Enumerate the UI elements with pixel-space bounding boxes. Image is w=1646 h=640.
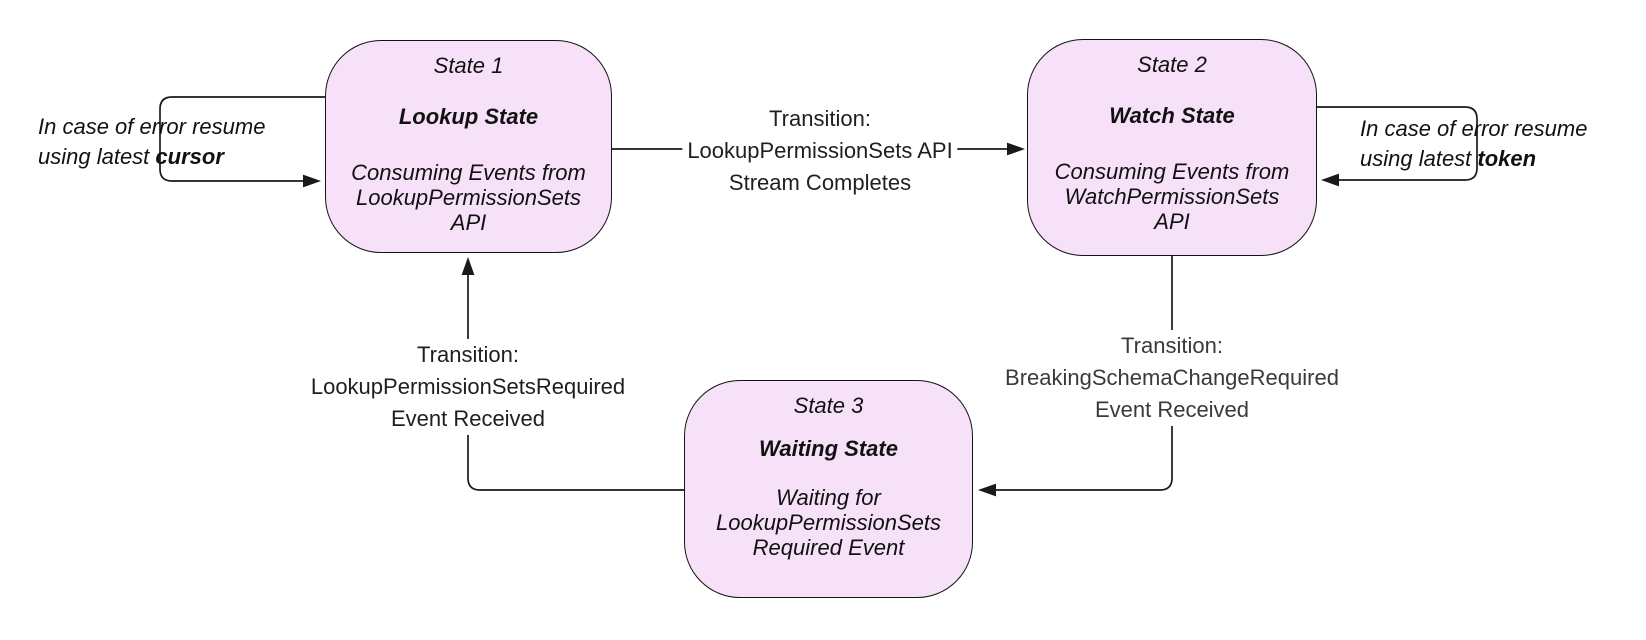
error-note-keyword: cursor <box>155 144 224 169</box>
state-node-lookup: State 1 Lookup State Consuming Events fr… <box>325 40 612 253</box>
state-title: State 2 <box>1137 52 1207 77</box>
arrow-state3-to-state1 <box>461 257 684 491</box>
state-description-line: Waiting for <box>776 485 881 510</box>
state-description: Consuming Events from WatchPermissionSet… <box>1028 159 1316 234</box>
error-note-prefix: using latest <box>38 144 156 169</box>
error-note-line: In case of error resume <box>1360 116 1588 141</box>
transition-label-lookup-stream-completes: Transition: LookupPermissionSets API Str… <box>682 103 958 199</box>
transition-label-breaking-schema-change: Transition: BreakingSchemaChangeRequired… <box>1000 330 1344 426</box>
transition-label-line: Transition: <box>769 106 871 131</box>
transition-label-line: Transition: <box>1121 333 1223 358</box>
error-note-line: In case of error resume <box>38 114 266 139</box>
state-name: Watch State <box>1109 103 1235 128</box>
error-loop-state2 <box>1317 106 1478 187</box>
transition-label-line: LookupPermissionSetsRequired <box>310 374 626 399</box>
transition-label-line: LookupPermissionSets API <box>687 138 953 163</box>
state-description-line: WatchPermissionSets <box>1064 184 1280 209</box>
transition-label-line: Stream Completes <box>728 170 912 195</box>
transition-label-line: Transition: <box>417 342 519 367</box>
state-description-line: Required Event <box>752 535 905 560</box>
state-description-line: Consuming Events from <box>1054 159 1290 184</box>
transition-label-line: Event Received <box>1094 397 1250 422</box>
arrowhead-up-icon <box>461 257 475 275</box>
state-description-line: LookupPermissionSets <box>715 510 941 535</box>
transition-label-lookup-required-event: Transition: LookupPermissionSetsRequired… <box>305 339 631 435</box>
state-description: Consuming Events from LookupPermissionSe… <box>326 160 611 235</box>
state-name: Lookup State <box>398 104 539 129</box>
error-note-line: using latest token <box>1360 144 1587 174</box>
arrow-state2-to-state3 <box>978 256 1173 497</box>
transition-label-line: Event Received <box>390 406 546 431</box>
state-node-watch: State 2 Watch State Consuming Events fro… <box>1027 39 1317 256</box>
state-description-line: LookupPermissionSets <box>355 185 581 210</box>
arrowhead-right-icon <box>1007 142 1025 156</box>
state-description-line: API <box>450 210 487 235</box>
error-note-token: In case of error resume using latest tok… <box>1360 114 1587 174</box>
state-description-line: Consuming Events from <box>351 160 586 185</box>
state-title: State 1 <box>433 53 504 78</box>
arrowhead-left-icon <box>978 483 996 497</box>
transition-label-line: BreakingSchemaChangeRequired <box>1005 365 1339 390</box>
error-loop-state1 <box>159 96 325 188</box>
state-description-line: API <box>1154 209 1190 234</box>
error-note-prefix: using latest <box>1360 146 1478 171</box>
state-name: Waiting State <box>759 436 898 461</box>
error-note-cursor: In case of error resume using latest cur… <box>38 112 265 172</box>
state-title: State 3 <box>793 393 864 418</box>
state-node-waiting: State 3 Waiting State Waiting for Lookup… <box>684 380 973 598</box>
state-description: Waiting for LookupPermissionSets Require… <box>685 485 972 560</box>
error-note-keyword: token <box>1477 146 1537 171</box>
arrowhead-right-icon <box>303 174 321 188</box>
error-note-line: using latest cursor <box>38 142 265 172</box>
arrowhead-left-icon <box>1321 173 1339 187</box>
